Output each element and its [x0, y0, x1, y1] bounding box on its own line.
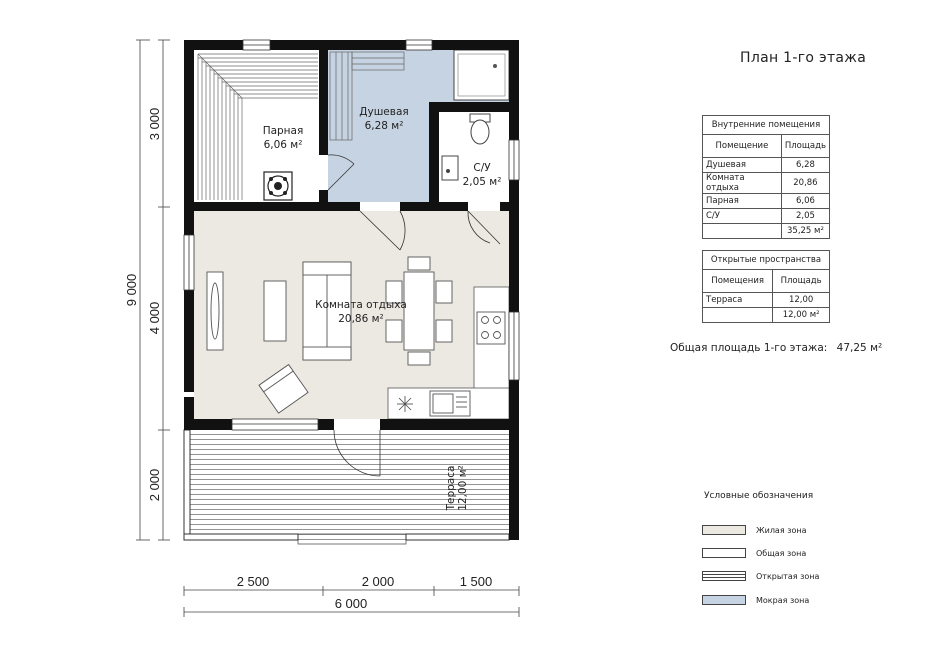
dim-bottom-part-2: 2 000: [362, 574, 395, 589]
total-area: Общая площадь 1-го этажа: 47,25 м²: [670, 342, 882, 354]
table-cell-area: 2,05: [780, 208, 831, 224]
table-open-col-room: Помещения: [701, 269, 774, 293]
dushevaya-name: Душевая: [359, 106, 408, 118]
table-internal-col-area: Площадь: [780, 134, 831, 158]
dim-left-part-1: 3 000: [147, 108, 162, 141]
legend-label: Общая зона: [756, 548, 807, 558]
table-cell-area: 6,28: [780, 157, 831, 173]
dim-left-part-3: 2 000: [147, 469, 162, 502]
windows: [183, 39, 520, 431]
table-open-total: 12,00 м²: [772, 307, 830, 323]
su-name: С/У: [473, 162, 491, 174]
table-cell-room: С/У: [702, 208, 782, 224]
legend-swatch: [702, 525, 746, 535]
total-area-label: Общая площадь 1-го этажа:: [670, 342, 828, 354]
table-internal-caption: Внутренние помещения: [702, 115, 830, 135]
terrasa-step: [297, 533, 407, 545]
table-row: Комната отдыха 20,86: [702, 172, 831, 194]
sauna-bench: [197, 53, 318, 200]
legend-swatch: [702, 595, 746, 605]
kitchen-sink-icon: [429, 390, 471, 417]
table-internal-col-room: Помещение: [702, 134, 782, 158]
toilet-icon: [469, 113, 491, 145]
table-cell-room: Комната отдыха: [702, 172, 782, 194]
table-total-row: 12,00 м²: [701, 307, 830, 323]
room-labels: Парная 6,06 м² Душевая 6,28 м² С/У 2,05 …: [263, 106, 502, 511]
table-cell-area: 20,86: [780, 172, 831, 194]
legend-item-open: Открытая зона: [702, 571, 819, 581]
terrasa-name: Терраса: [445, 466, 457, 512]
total-area-value: 47,25 м²: [836, 342, 883, 354]
table-cell-room: Терраса: [701, 292, 774, 308]
table-cell-area: 12,00: [772, 292, 830, 308]
dimension-labels: 9 000 3 000 4 000 2 000 2 500 2 000 1 50…: [124, 108, 492, 611]
walls: [184, 40, 519, 540]
parnaya-name: Парная: [263, 125, 304, 137]
table-total-row: 35,25 м²: [702, 223, 831, 239]
komnata-name: Комната отдыха: [315, 299, 407, 311]
page-title: План 1-го этажа: [740, 50, 867, 66]
table-row: Душевая 6,28: [702, 157, 831, 173]
legend-label: Жилая зона: [756, 525, 807, 535]
legend-label: Мокрая зона: [756, 595, 810, 605]
table-row: С/У 2,05: [702, 208, 831, 224]
dim-bottom-part-1: 2 500: [237, 574, 270, 589]
terrasa-area: 12,00 м²: [457, 465, 469, 511]
komnata-furniture: [206, 256, 506, 417]
tv-cabinet: [206, 271, 224, 351]
legend-swatch: [702, 548, 746, 558]
table-cell-room: Парная: [702, 193, 782, 209]
armchair-icon: [258, 363, 309, 414]
dining-table: [403, 271, 435, 351]
dimension-lines: [136, 39, 520, 617]
fan-icon: [397, 396, 413, 412]
sink-icon: [441, 155, 459, 181]
komnata-area: 20,86 м²: [338, 313, 384, 325]
door-swings: [327, 154, 501, 477]
shower-bench: [329, 51, 405, 141]
table-open: Открытые пространства Помещения Площадь …: [701, 250, 830, 323]
komnata-floor: [194, 211, 509, 419]
table-cell-room: Душевая: [702, 157, 782, 173]
table-internal: Внутренние помещения Помещение Площадь Д…: [702, 115, 831, 239]
cooktop-icon: [476, 311, 506, 345]
legend-item-common: Общая зона: [702, 548, 806, 558]
dushevaya-area: 6,28 м²: [365, 120, 404, 132]
parnaya-floor: [194, 50, 319, 202]
sauna-stove-icon: [263, 171, 293, 201]
parnaya-area: 6,06 м²: [264, 139, 303, 151]
legend-swatch: [702, 571, 746, 581]
table-open-col-area: Площадь: [772, 269, 830, 293]
terrasa-floor: [184, 430, 519, 534]
su-area: 2,05 м²: [463, 176, 502, 188]
table-internal-total: 35,25 м²: [780, 223, 831, 239]
coffee-table: [263, 280, 287, 342]
dim-left-total: 9 000: [124, 274, 139, 307]
legend-item-wet: Мокрая зона: [702, 595, 809, 605]
table-row: Терраса 12,00: [701, 292, 830, 308]
legend-label: Открытая зона: [756, 571, 820, 581]
legend-item-living: Жилая зона: [702, 525, 806, 535]
table-row: Парная 6,06: [702, 193, 831, 209]
tv-icon: [210, 282, 220, 340]
dim-left-part-2: 4 000: [147, 302, 162, 335]
table-cell-area: 6,06: [780, 193, 831, 209]
dim-bottom-part-3: 1 500: [460, 574, 493, 589]
legend-title: Условные обозначения: [704, 491, 814, 501]
dim-bottom-total: 6 000: [335, 596, 368, 611]
table-open-caption: Открытые пространства: [702, 250, 830, 270]
shower-tray-icon: [453, 49, 510, 101]
